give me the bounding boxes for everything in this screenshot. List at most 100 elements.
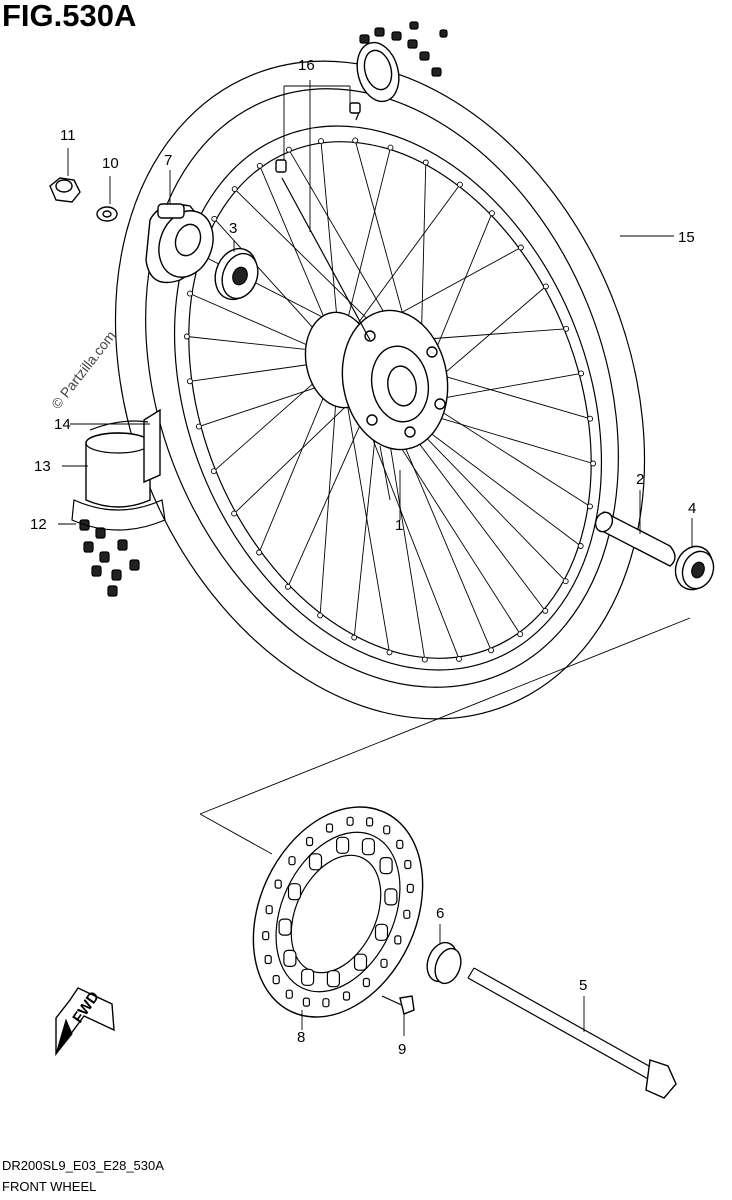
figure-title: FIG.530A	[2, 0, 137, 33]
part-5-axle	[467, 967, 677, 1099]
callout-11: 11	[60, 127, 76, 144]
figure-name: FRONT WHEEL	[2, 1179, 97, 1194]
disc-hole	[406, 883, 414, 894]
disc-hole	[394, 935, 402, 945]
spoke-nipple	[231, 510, 238, 517]
disc-hole	[396, 839, 404, 850]
part-2-spacer	[594, 511, 676, 567]
spoke-nipple	[285, 583, 291, 590]
spoke-nipple	[587, 503, 593, 510]
callout-4: 4	[688, 500, 696, 517]
callout-13: 13	[34, 458, 51, 475]
spoke-nipple	[562, 578, 569, 585]
spoke	[189, 293, 324, 353]
spoke	[396, 413, 546, 612]
callout-1: 1	[395, 517, 403, 534]
spoke-nipple	[422, 159, 429, 166]
spoke-nipple	[387, 144, 394, 151]
spoke-nipple	[256, 162, 263, 169]
callout-2: 2	[636, 471, 644, 488]
spoke-nipple	[352, 137, 359, 144]
spoke-nipple	[317, 612, 324, 619]
disc-slot	[301, 968, 315, 986]
disc-slot	[283, 949, 297, 968]
disc-slot	[278, 918, 292, 936]
fwd-arrow: FWD	[55, 987, 115, 1057]
spoke-16	[275, 102, 371, 341]
disc-slot	[287, 883, 302, 901]
disc-slot	[361, 838, 375, 856]
disc-hole	[302, 997, 310, 1007]
hub	[304, 309, 449, 451]
spoke-nipple	[456, 181, 463, 188]
disc-slot	[374, 923, 389, 941]
disc-slot	[336, 836, 350, 854]
disc-hole	[362, 977, 370, 988]
spoke-nipple	[456, 655, 462, 662]
callout-8: 8	[297, 1029, 305, 1046]
spoke-nipple	[577, 543, 584, 549]
disc-slot	[353, 953, 368, 971]
disc-hole	[380, 958, 388, 968]
spoke-nipple	[231, 186, 238, 193]
disc-hole	[366, 817, 374, 827]
spoke	[389, 410, 492, 651]
rim-band-13	[85, 432, 151, 508]
disc-hole	[325, 823, 334, 833]
disc-hole	[383, 825, 391, 835]
rim-lock-top	[356, 41, 400, 103]
disc-slot	[326, 970, 340, 988]
callout-5: 5	[579, 977, 587, 994]
spoke-nipple	[210, 468, 217, 475]
spoke	[189, 362, 324, 382]
disc-hole	[322, 998, 330, 1008]
spoke-nipple	[563, 325, 570, 332]
spoke-nipple	[285, 146, 292, 153]
disc-hole	[306, 836, 314, 847]
callout-9: 9	[398, 1041, 406, 1058]
spoke-nipple	[578, 370, 585, 377]
disc-hole	[288, 856, 296, 866]
disc-hole	[285, 989, 293, 999]
spoke-nipple	[542, 607, 549, 614]
spoke-nipple	[386, 649, 393, 656]
disc-hole	[404, 859, 412, 870]
figure-code: DR200SL9_E03_E28_530A	[2, 1158, 164, 1173]
assembly-lines	[199, 617, 691, 855]
spoke	[258, 380, 331, 553]
spoke	[320, 141, 339, 330]
part-7-gearbox	[145, 203, 214, 284]
disc-hole	[342, 991, 351, 1001]
spoke-nipple	[195, 423, 202, 430]
spoke-nipple	[587, 415, 594, 422]
part-9-bolt	[381, 995, 415, 1015]
disc-slot	[308, 853, 323, 871]
spoke-nipple	[318, 138, 324, 145]
disc-hole	[274, 879, 282, 889]
spoke-nipple	[351, 634, 358, 641]
disc-hole	[265, 905, 273, 915]
tread-top	[359, 21, 448, 77]
spoke-nipple	[489, 210, 495, 217]
part-8-brake-disc	[252, 806, 424, 1018]
spoke-nipple	[517, 631, 524, 638]
spoke-nipple	[183, 333, 190, 340]
callout-14: 14	[54, 416, 71, 433]
callout-3: 3	[229, 220, 237, 237]
callout-6: 6	[436, 905, 444, 922]
callout-15: 15	[678, 229, 695, 246]
part-11-nut	[49, 177, 81, 203]
spoke	[345, 147, 391, 329]
spoke-nipple	[211, 215, 218, 222]
spoke	[344, 387, 390, 653]
spoke	[213, 372, 326, 472]
callout-12: 12	[30, 516, 47, 533]
disc-slot	[379, 856, 393, 875]
callout-10: 10	[102, 155, 119, 172]
spoke-nipple	[488, 647, 495, 654]
disc-hole	[264, 954, 272, 965]
rim-band-12	[71, 499, 166, 531]
spoke	[319, 385, 338, 616]
spoke-nipple	[187, 290, 193, 297]
